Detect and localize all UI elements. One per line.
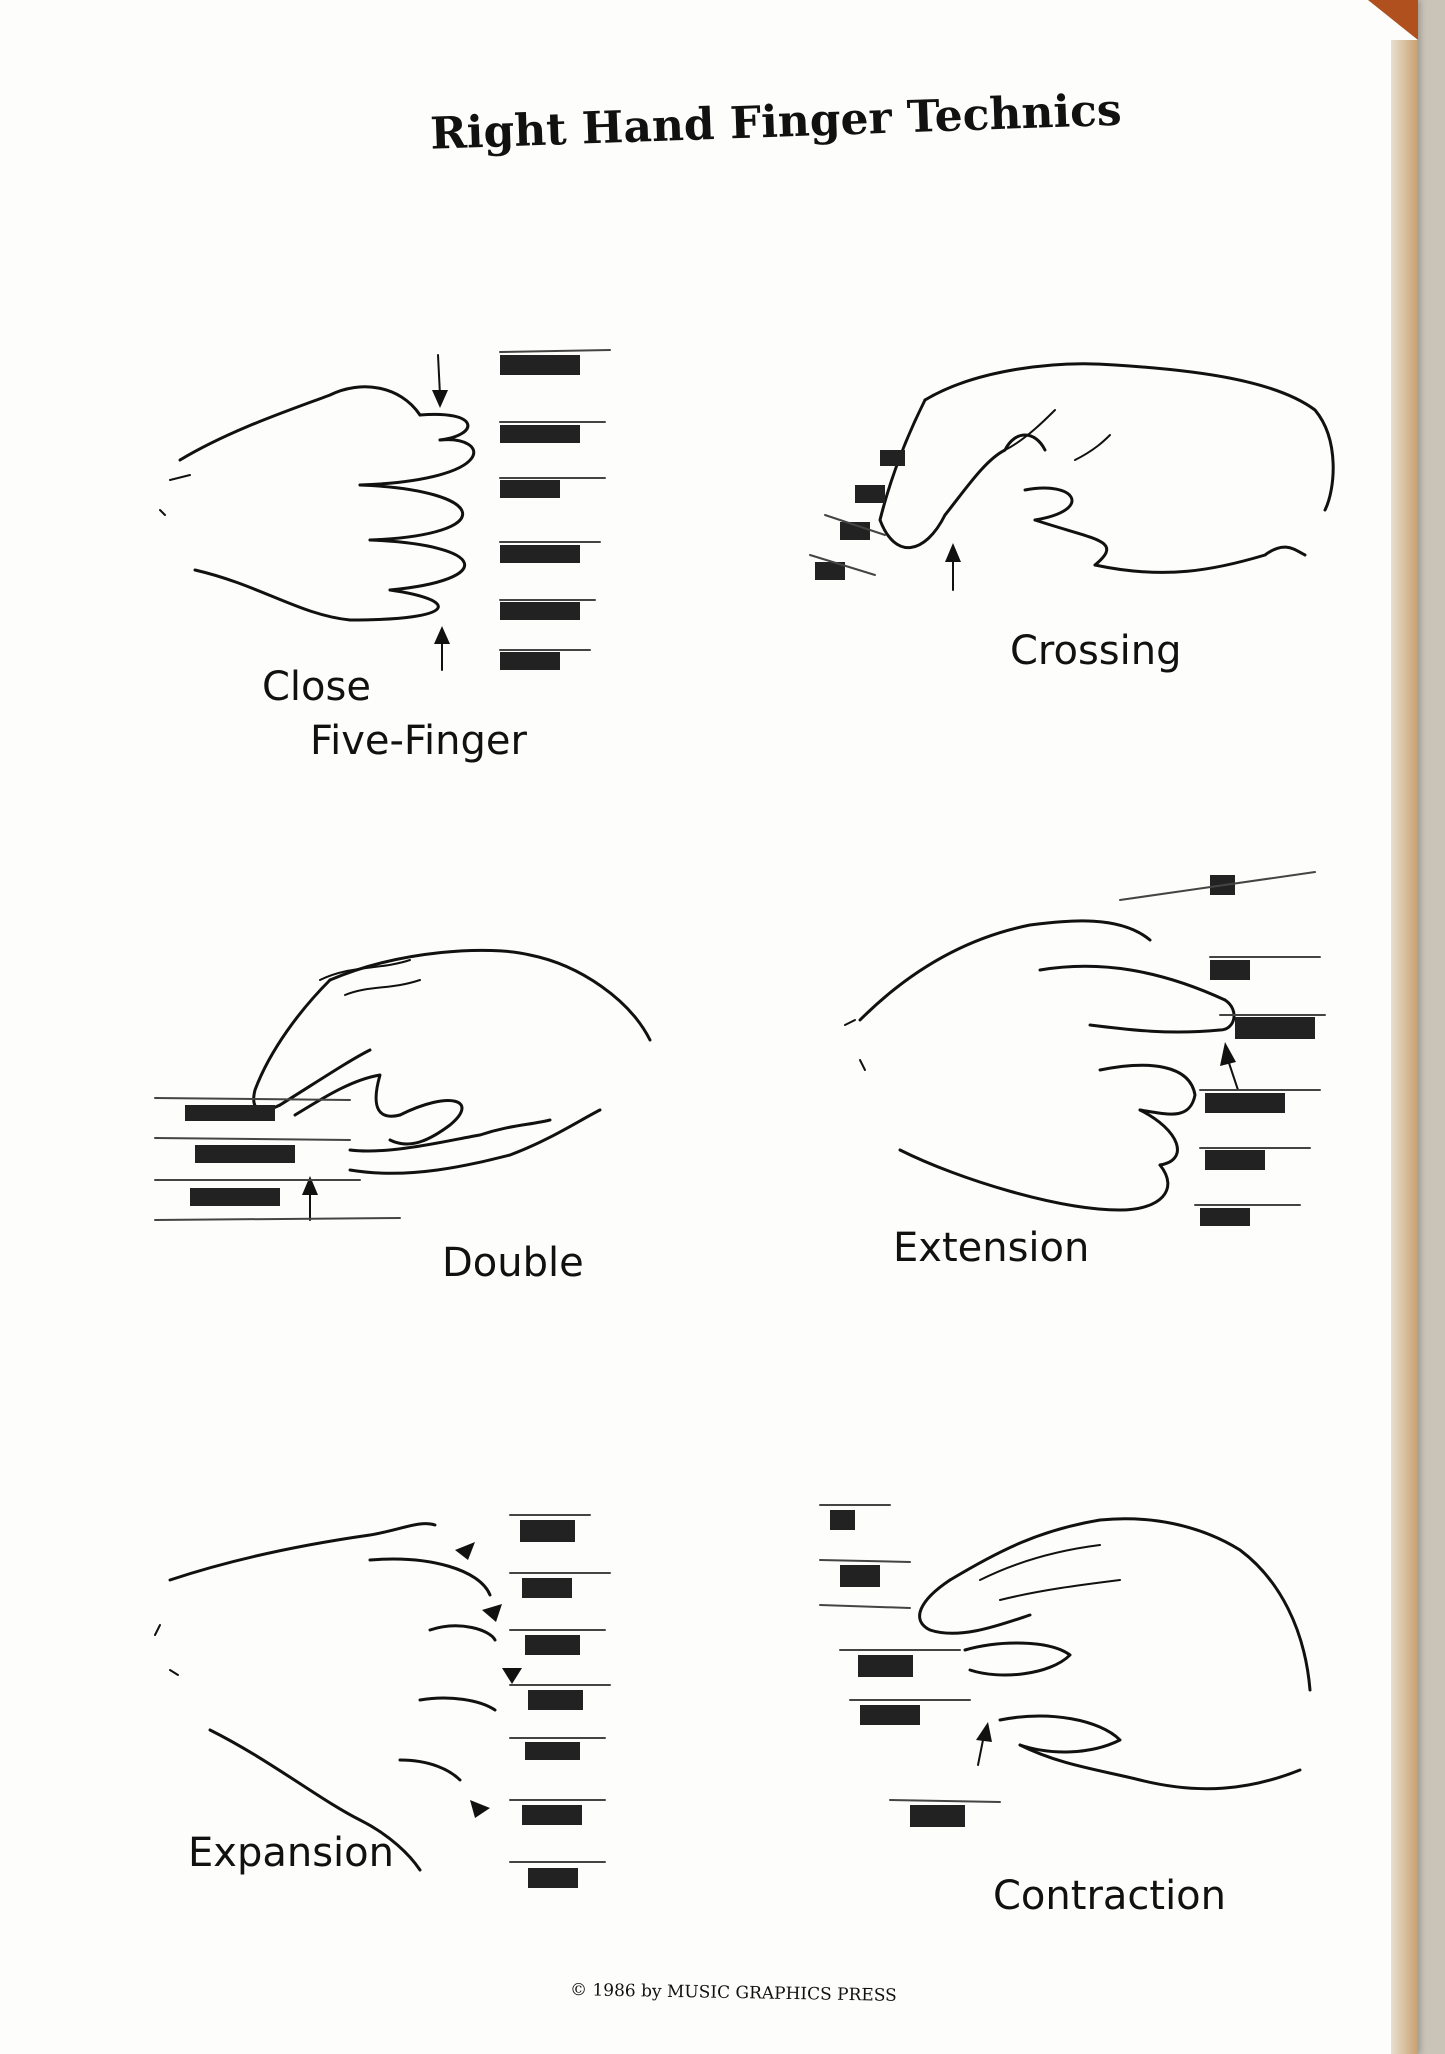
- label-extension: Extension: [893, 1225, 1090, 1271]
- label-double: Double: [442, 1240, 584, 1286]
- figure-contraction-illustration: [819, 1504, 1312, 1827]
- label-expansion: Expansion: [188, 1830, 394, 1876]
- page-edge: [1391, 40, 1418, 2054]
- label-contraction: Contraction: [993, 1873, 1227, 1919]
- piano-keys: [819, 1504, 1001, 1827]
- label-close: Close: [262, 664, 371, 710]
- figure-expansion-illustration: [154, 1514, 611, 1888]
- figure-crossing-illustration: [809, 362, 1335, 591]
- piano-keys: [1119, 871, 1326, 1226]
- figure-double-illustration: [154, 948, 652, 1221]
- piano-keys: [499, 349, 611, 670]
- piano-keys: [509, 1514, 611, 1888]
- copyright-footer: © 1986 by MUSIC GRAPHICS PRESS: [569, 1980, 897, 2006]
- page-title: Right Hand Finger Technics: [429, 84, 1123, 160]
- page-corner: [1368, 0, 1418, 40]
- label-crossing: Crossing: [1010, 628, 1182, 674]
- piano-keys: [809, 450, 905, 580]
- figure-close-five-finger-illustration: [159, 349, 611, 671]
- piano-keys: [154, 1097, 401, 1221]
- figure-extension-illustration: [844, 871, 1326, 1226]
- label-five-finger: Five-Finger: [310, 718, 527, 764]
